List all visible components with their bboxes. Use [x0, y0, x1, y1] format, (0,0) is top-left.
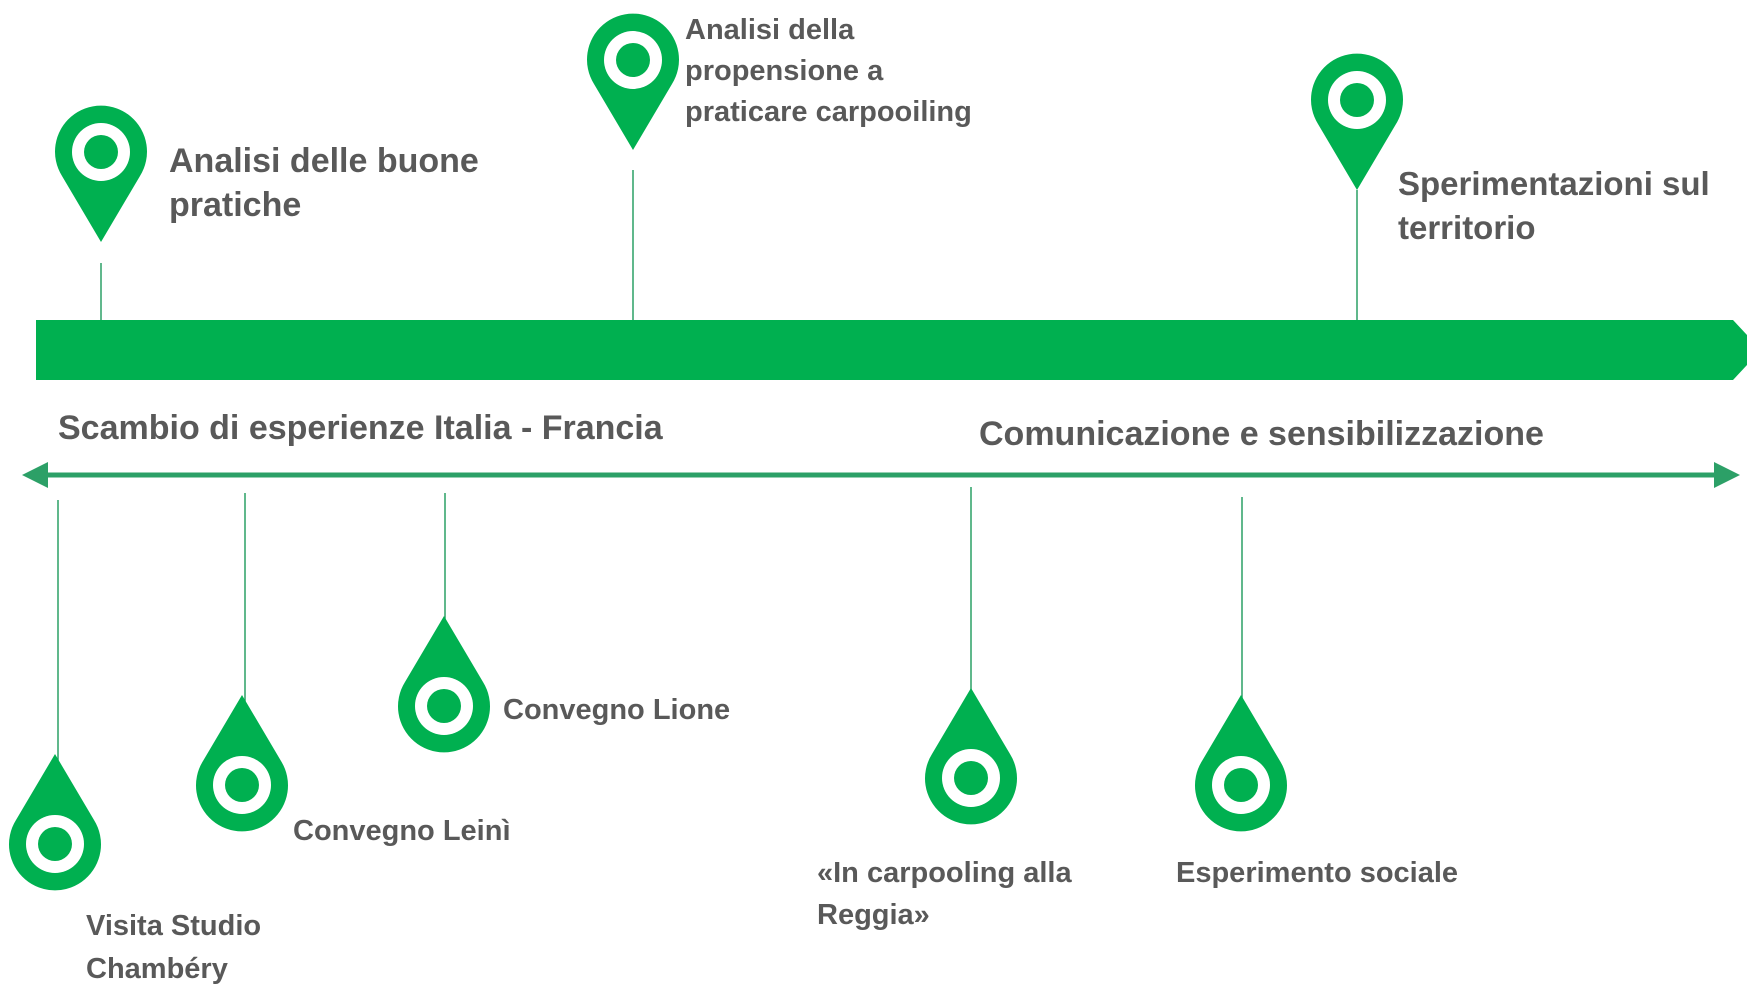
map-pin-icon [1195, 695, 1287, 832]
milestone-label: Analisi della propensione a praticare ca… [685, 14, 972, 128]
band-label: Comunicazione e sensibilizzazione [979, 415, 1544, 453]
map-pin-icon [398, 616, 490, 753]
milestone-label: Convegno Leinì [293, 815, 511, 847]
map-pin-icon [196, 695, 288, 832]
band-label: Scambio di esperienze Italia - Francia [58, 409, 663, 447]
milestone-label: Convegno Lione [503, 694, 731, 726]
map-pin-icon [1311, 53, 1403, 191]
milestone-label: Analisi delle buone pratiche [169, 142, 479, 224]
milestone-label: Esperimento sociale [1176, 857, 1459, 889]
map-pin-icon [55, 105, 148, 242]
milestone-label: Sperimentazioni sul territorio [1398, 165, 1710, 246]
milestone-label: Visita Studio Chambéry [86, 910, 262, 985]
arrow-head-right-icon [1714, 462, 1740, 488]
map-pin-icon [587, 13, 679, 151]
timeline-bar [36, 320, 1747, 380]
map-pin-icon [925, 688, 1017, 825]
milestone-label: «In carpooling alla Reggia» [817, 857, 1072, 931]
arrow-head-left-icon [22, 462, 48, 488]
map-pin-icon [9, 754, 102, 891]
